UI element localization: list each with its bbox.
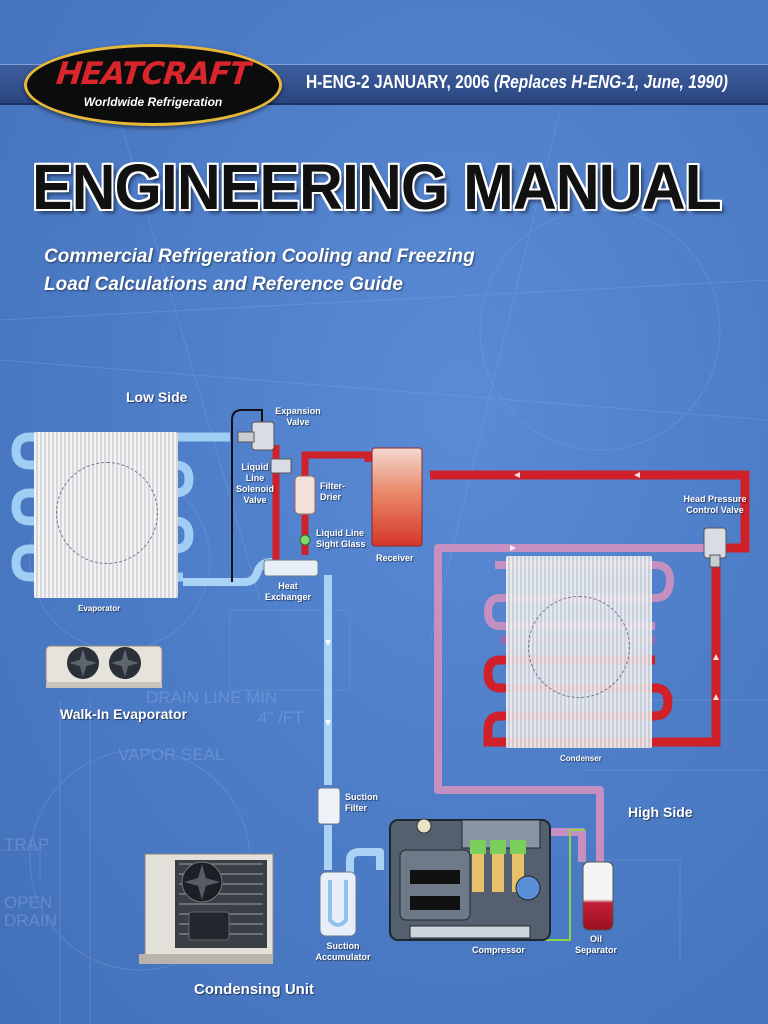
- head-pressure-label-line: Control Valve: [686, 505, 744, 515]
- compressor-body: [389, 818, 551, 941]
- equalizer-line: [231, 409, 263, 582]
- bg-text-slope: 4" /FT: [258, 708, 304, 727]
- compressor-label: Compressor: [472, 945, 526, 955]
- bg-text-open: OPEN: [4, 893, 52, 912]
- solenoid-valve-label-line: Liquid: [241, 462, 269, 472]
- subtitle-line-1: Commercial Refrigeration Cooling and Fre…: [44, 246, 475, 267]
- suction-filter-label-line: Suction: [345, 792, 378, 802]
- low-side-label: Low Side: [126, 389, 188, 405]
- edition-line: H-ENG-2 JANUARY, 2006 (Replaces H-ENG-1,…: [306, 72, 728, 93]
- solenoid-valve-label-line: Valve: [243, 495, 267, 505]
- suction-filter-label: Suction Filter: [345, 792, 378, 814]
- heat-exchanger-label-line: Heat: [278, 581, 298, 591]
- heat-exchanger-label: Heat Exchanger: [258, 581, 318, 603]
- suction-accumulator-label: Suction Accumulator: [306, 941, 380, 963]
- walk-in-evaporator-label: Walk-In Evaporator: [60, 706, 188, 722]
- filter-drier-label: Filter- Drier: [320, 481, 345, 503]
- solenoid-valve-label-line: Solenoid: [236, 484, 274, 494]
- expansion-valve-label-line: Expansion: [275, 406, 321, 416]
- bg-text-vapor-seal: VAPOR SEAL: [118, 745, 224, 764]
- filter-drier-label-line: Filter-: [320, 481, 346, 491]
- oil-separator-label-line: Separator: [574, 945, 618, 955]
- high-side-label: High Side: [628, 804, 693, 820]
- suction-accumulator-label-line: Accumulator: [315, 952, 371, 962]
- filter-drier-label-line: Drier: [320, 492, 342, 502]
- suction-accumulator: [319, 871, 357, 937]
- solenoid-valve-label-line: Line: [245, 473, 265, 483]
- sight-glass-label-line: Liquid Line: [316, 528, 364, 538]
- heatcraft-logo: HEATCRAFT Worldwide Refrigeration: [24, 44, 282, 126]
- oil-separator-label-line: Oil: [589, 934, 602, 944]
- subtitle-line-2: Load Calculations and Reference Guide: [44, 274, 403, 295]
- sight-glass-label-line: Sight Glass: [316, 539, 366, 549]
- suction-filter: [317, 787, 341, 825]
- heat-exchanger-label-line: Exchanger: [264, 592, 312, 602]
- condensing-unit-image: [139, 853, 274, 964]
- edition-replaces: (Replaces H-ENG-1, June, 1990): [493, 72, 728, 92]
- condensing-unit-label: Condensing Unit: [194, 981, 314, 998]
- head-pressure-label-line: Head Pressure: [683, 494, 747, 504]
- filter-drier: [294, 475, 316, 515]
- condenser-fan-outline: [528, 596, 630, 698]
- edition-number: H-ENG-2 JANUARY, 2006: [306, 72, 490, 92]
- evaporator-coil-fins: [34, 432, 178, 598]
- expansion-valve-label-line: Valve: [286, 417, 310, 427]
- oil-return-line: [540, 829, 585, 941]
- head-pressure-valve: [703, 527, 727, 568]
- expansion-valve-label: Expansion Valve: [272, 406, 324, 428]
- logo-tagline: Worldwide Refrigeration: [83, 95, 223, 109]
- bg-text-trap: TRAP: [4, 835, 49, 854]
- manual-title: ENGINEERING MANUAL: [32, 151, 722, 223]
- receiver-tank: [371, 447, 423, 547]
- expansion-valve: [237, 421, 275, 451]
- condenser-label: Condenser: [560, 754, 602, 763]
- sight-glass-label: Liquid Line Sight Glass: [316, 528, 366, 550]
- evaporator-coil: [11, 432, 230, 582]
- oil-separator-label: Oil Separator: [568, 934, 624, 956]
- evaporator-label: Evaporator: [78, 604, 121, 613]
- heat-exchanger: [263, 559, 319, 577]
- receiver-label: Receiver: [376, 553, 414, 563]
- solenoid-valve: [270, 458, 292, 474]
- head-pressure-valve-label: Head Pressure Control Valve: [674, 494, 756, 516]
- suction-accumulator-label-line: Suction: [326, 941, 360, 951]
- bg-text-drain-line: DRAIN LINE MIN: [146, 688, 277, 707]
- oil-separator-tank: [582, 861, 614, 931]
- evaporator-fan-outline: [56, 462, 158, 564]
- walk-in-evaporator-image: [45, 645, 163, 688]
- condenser-coil-fins: [506, 556, 652, 748]
- manual-subtitle: Commercial Refrigeration Cooling and Fre…: [44, 243, 475, 299]
- solenoid-valve-label: Liquid Line Solenoid Valve: [236, 462, 274, 506]
- suction-filter-label-line: Filter: [345, 803, 368, 813]
- sight-glass: [299, 534, 311, 546]
- bg-text-drain: DRAIN: [4, 911, 57, 930]
